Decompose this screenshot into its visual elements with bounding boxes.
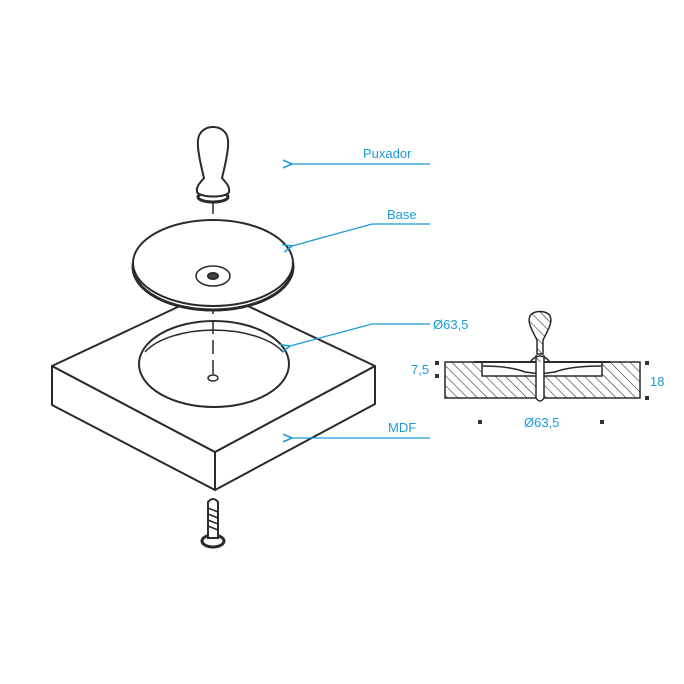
dimension-depth: 7,5 (411, 362, 430, 377)
mdf-hole (138, 320, 290, 408)
leader-lines (290, 164, 430, 438)
label-hole-diameter: Ø63,5 (433, 317, 469, 332)
label-base: Base (387, 207, 417, 222)
base-disk (131, 219, 295, 312)
dimension-diameter: Ø63,5 (524, 415, 560, 430)
dimension-thickness: 18 (650, 374, 665, 389)
screw (200, 498, 226, 549)
dimension-markers (435, 361, 649, 424)
section-view (444, 310, 641, 402)
handle-knob (195, 125, 231, 204)
label-mdf: MDF (388, 420, 417, 435)
label-handle: Puxador (363, 146, 412, 161)
